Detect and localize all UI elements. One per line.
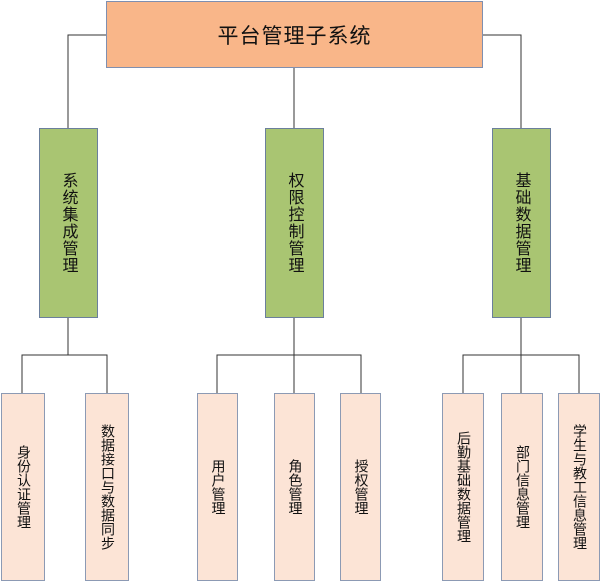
leaf-node-label: 角色管理 [286,459,303,515]
branch-node-label: 权限控制管理 [285,172,305,274]
branch-node-label: 基础数据管理 [512,172,532,274]
leaf-node-label: 部门信息管理 [514,445,530,529]
leaf-node-student-staff-info: 学生与教工信息管理 [558,393,600,581]
leaf-node-label: 授权管理 [352,459,369,515]
connector-root-left [67,34,106,128]
branch-node-system-integration: 系统集成管理 [39,128,98,318]
connector-root-right [483,34,522,128]
leaf-node-authorization-management: 授权管理 [340,393,381,581]
branch-node-basic-data: 基础数据管理 [492,128,551,318]
leaf-node-data-interface-sync: 数据接口与数据同步 [85,393,129,581]
leaf-node-logistics-data: 后勤基础数据管理 [442,393,484,581]
branch-node-permission-control: 权限控制管理 [265,128,324,318]
leaf-node-label: 身份认证管理 [15,445,31,529]
leaf-node-role-management: 角色管理 [274,393,315,581]
connector-branch2-bus [216,354,362,393]
leaf-node-label: 数据接口与数据同步 [99,424,115,550]
branch-node-label: 系统集成管理 [59,172,79,274]
leaf-node-label: 用户管理 [209,459,226,515]
connector-branch1-bus [21,354,108,393]
leaf-node-label: 后勤基础数据管理 [455,431,471,543]
root-node-label: 平台管理子系统 [217,23,372,48]
leaf-node-department-info: 部门信息管理 [501,393,543,581]
leaf-node-user-management: 用户管理 [197,393,238,581]
leaf-node-label: 学生与教工信息管理 [571,424,587,550]
leaf-node-identity-auth: 身份认证管理 [1,393,45,581]
connector-branch3-bus [462,354,580,393]
root-node: 平台管理子系统 [106,1,483,68]
